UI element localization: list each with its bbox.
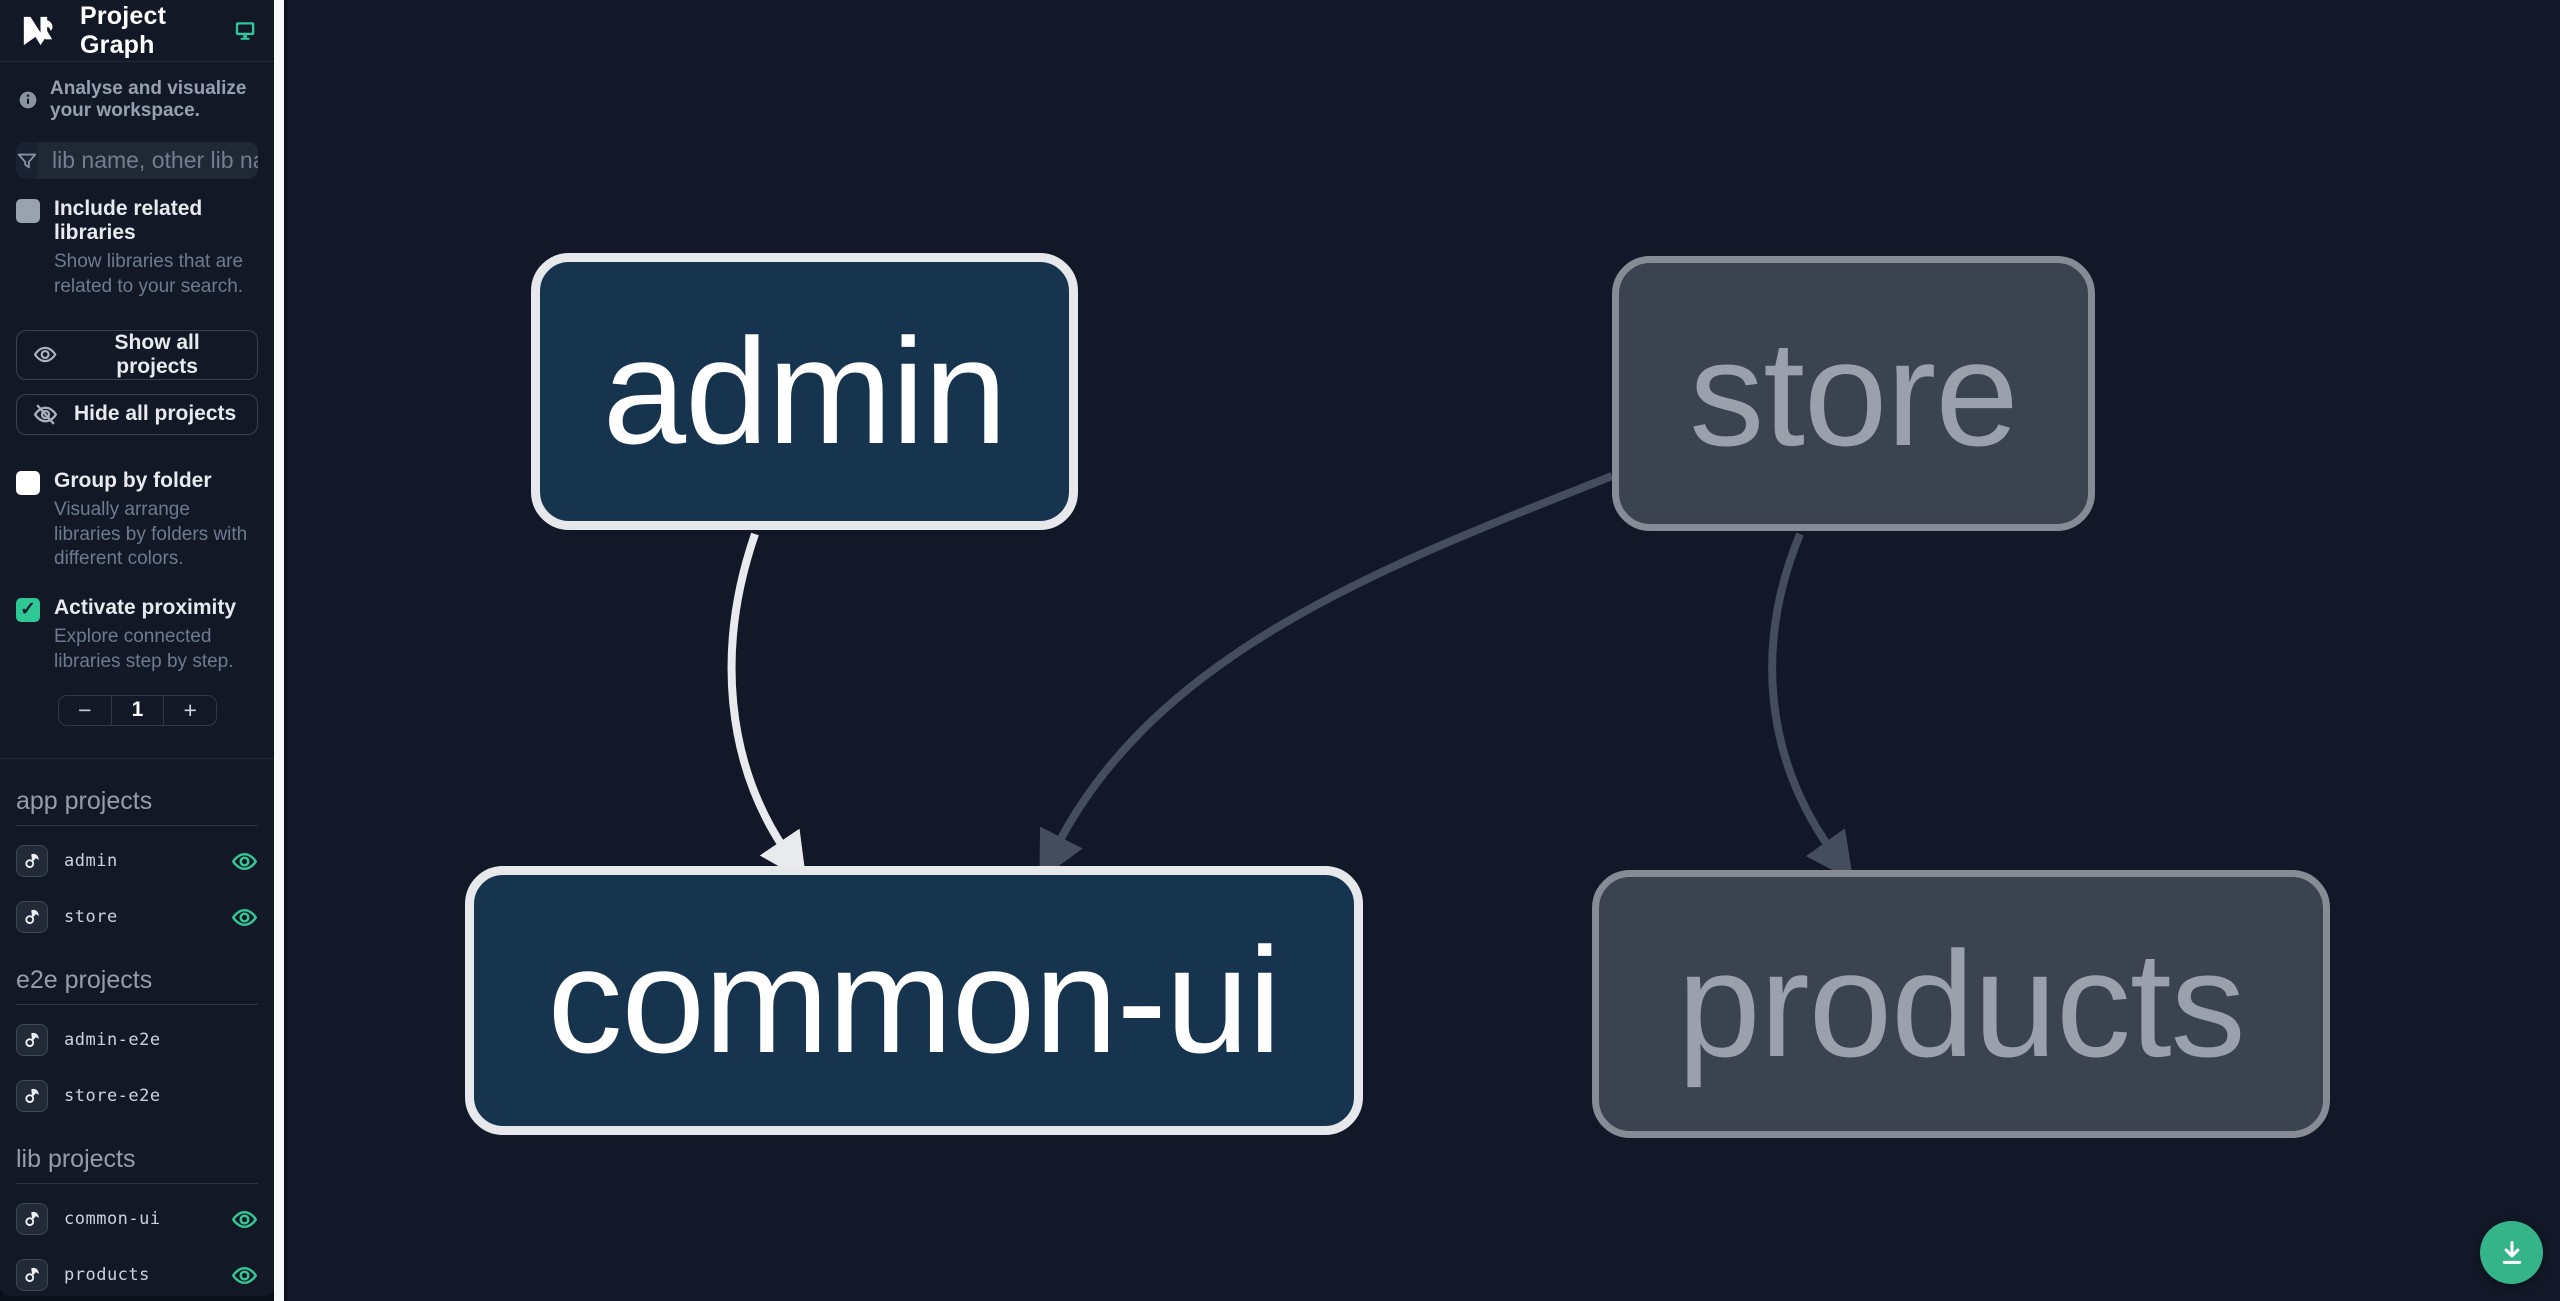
visibility-eye-icon[interactable] bbox=[231, 904, 258, 931]
project-row-products[interactable]: products bbox=[16, 1254, 258, 1296]
project-row-admin[interactable]: admin bbox=[16, 840, 258, 882]
sidebar: Project Graph Analyse and visualize your… bbox=[0, 0, 274, 1296]
filter-funnel-cell bbox=[16, 142, 38, 180]
project-name: common-ui bbox=[64, 1209, 161, 1229]
graph-node-common-ui[interactable]: common-ui bbox=[465, 866, 1363, 1135]
project-name: store-e2e bbox=[64, 1086, 161, 1106]
proximity-stepper: − 1 + bbox=[58, 694, 217, 726]
pin-icon bbox=[23, 1087, 41, 1105]
project-row-admin-e2e[interactable]: admin-e2e bbox=[16, 1019, 258, 1061]
node-label: admin bbox=[602, 307, 1008, 475]
project-name: admin-e2e bbox=[64, 1030, 161, 1050]
edge-admin-to-common-ui[interactable] bbox=[727, 532, 807, 882]
page-title: Project Graph bbox=[80, 1, 167, 59]
visibility-eye-icon[interactable] bbox=[231, 1262, 258, 1289]
pin-button[interactable] bbox=[16, 1203, 48, 1235]
hide-all-projects-label: Hide all projects bbox=[74, 402, 237, 426]
project-row-store-e2e[interactable]: store-e2e bbox=[16, 1075, 258, 1117]
section-title-e2e: e2e projects bbox=[16, 966, 258, 1005]
proximity-value[interactable]: 1 bbox=[131, 698, 144, 722]
toggle-activate-proximity: ✓ Activate proximity Explore connected l… bbox=[0, 596, 274, 675]
sidebar-divider bbox=[0, 758, 274, 759]
pin-icon bbox=[23, 1210, 41, 1228]
show-all-projects-label: Show all projects bbox=[114, 330, 200, 378]
project-name: admin bbox=[64, 851, 118, 871]
toggle-group-by-folder: Group by folder Visually arrange librari… bbox=[0, 469, 274, 572]
activate-proximity-description: Explore connected libraries step by step… bbox=[54, 626, 234, 672]
sidebar-resizer-handle[interactable] bbox=[274, 0, 287, 1301]
edges-layer bbox=[727, 472, 1854, 882]
visibility-eye-icon[interactable] bbox=[231, 848, 258, 875]
pin-icon bbox=[23, 1031, 41, 1049]
proximity-decrement-button[interactable]: − bbox=[59, 695, 112, 725]
section-app-projects: app projects admin store bbox=[0, 759, 274, 938]
sidebar-header: Project Graph bbox=[0, 0, 274, 63]
pin-button[interactable] bbox=[16, 1080, 48, 1112]
pin-icon bbox=[23, 1266, 41, 1284]
group-by-folder-checkbox[interactable] bbox=[16, 470, 40, 495]
info-icon bbox=[18, 90, 38, 110]
pin-icon bbox=[23, 908, 41, 926]
section-lib-projects: lib projects common-ui products bbox=[0, 1117, 274, 1296]
download-graph-button[interactable] bbox=[2480, 1221, 2543, 1284]
pin-button[interactable] bbox=[16, 845, 48, 877]
eye-icon bbox=[33, 342, 57, 367]
node-label: products bbox=[1677, 919, 2245, 1088]
project-row-common-ui[interactable]: common-ui bbox=[16, 1198, 258, 1240]
graph-node-store[interactable]: store bbox=[1612, 256, 2095, 531]
project-name: products bbox=[64, 1265, 150, 1285]
nx-logo-icon bbox=[18, 11, 58, 51]
graph-canvas[interactable]: admin store common-ui products bbox=[287, 0, 2560, 1301]
include-related-checkbox[interactable] bbox=[16, 199, 40, 224]
monitor-icon[interactable] bbox=[234, 17, 256, 44]
show-all-projects-button[interactable]: Show all projects bbox=[16, 329, 258, 380]
filter-box bbox=[16, 142, 258, 180]
section-title-app: app projects bbox=[16, 787, 258, 826]
download-icon bbox=[2498, 1239, 2526, 1267]
tagline-text: Analyse and visualize your workspace. bbox=[50, 78, 247, 122]
include-related-description: Show libraries that are related to your … bbox=[54, 251, 244, 298]
pin-button[interactable] bbox=[16, 901, 48, 933]
section-e2e-projects: e2e projects admin-e2e store-e2e bbox=[0, 938, 274, 1117]
group-by-folder-label: Group by folder bbox=[54, 468, 212, 492]
activate-proximity-label: Activate proximity bbox=[54, 595, 237, 619]
project-name: store bbox=[64, 907, 118, 927]
hide-all-projects-button[interactable]: Hide all projects bbox=[16, 393, 258, 435]
tagline-row: Analyse and visualize your workspace. bbox=[0, 62, 274, 128]
activate-proximity-checkbox[interactable]: ✓ bbox=[16, 597, 40, 622]
filter-input[interactable] bbox=[38, 142, 258, 180]
visibility-eye-icon[interactable] bbox=[231, 1206, 258, 1233]
pin-button[interactable] bbox=[16, 1259, 48, 1291]
include-related-label: Include related libraries bbox=[54, 197, 203, 245]
pin-icon bbox=[23, 852, 41, 870]
edge-store-to-products[interactable] bbox=[1768, 532, 1854, 882]
funnel-icon bbox=[16, 150, 38, 172]
graph-node-products[interactable]: products bbox=[1592, 870, 2330, 1138]
toggle-include-related: Include related libraries Show libraries… bbox=[0, 197, 274, 300]
group-by-folder-description: Visually arrange libraries by folders wi… bbox=[54, 498, 248, 570]
pin-button[interactable] bbox=[16, 1024, 48, 1056]
graph-node-admin[interactable]: admin bbox=[531, 253, 1078, 530]
node-label: common-ui bbox=[547, 916, 1282, 1084]
edge-store-to-common-ui[interactable] bbox=[1039, 472, 1614, 881]
section-title-lib: lib projects bbox=[16, 1145, 258, 1184]
eye-off-icon bbox=[33, 402, 58, 427]
node-label: store bbox=[1689, 309, 2018, 477]
project-row-store[interactable]: store bbox=[16, 896, 258, 938]
proximity-increment-button[interactable]: + bbox=[163, 695, 216, 725]
